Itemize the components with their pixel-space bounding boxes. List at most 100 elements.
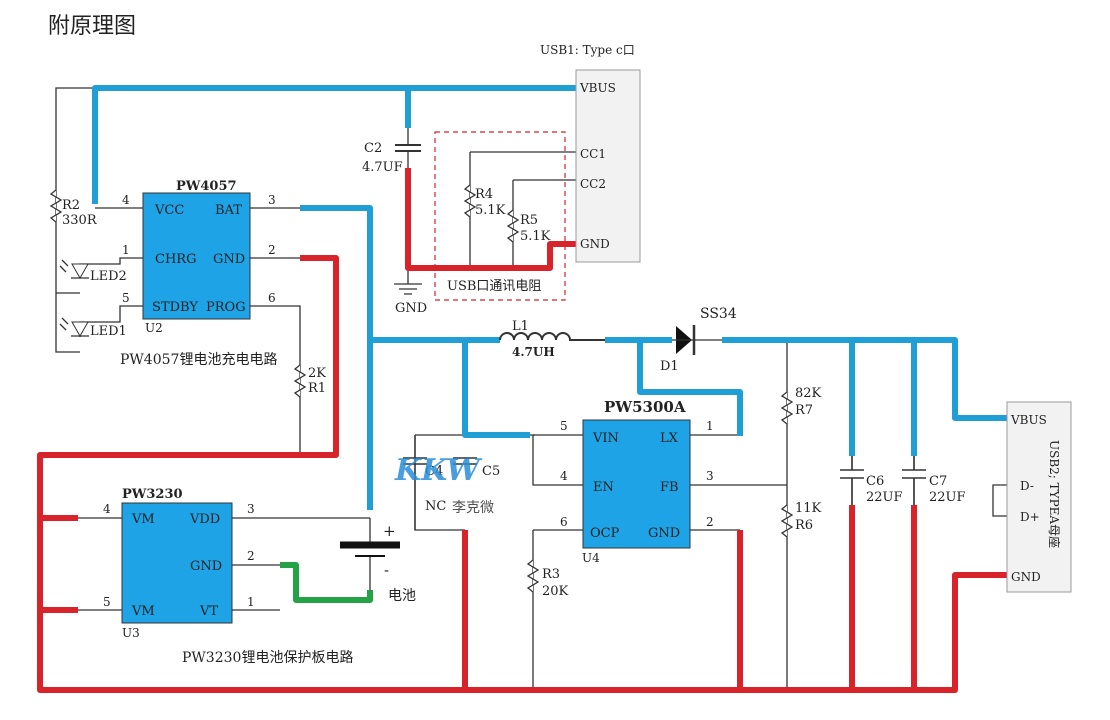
protect-caption: PW3230锂电池保护板电路 (182, 650, 353, 666)
svg-text:C4: C4 (425, 464, 443, 479)
kkw-watermark-logo: KKW 李克微 (394, 453, 494, 516)
pw4057-name: PW4057 (176, 179, 237, 194)
svg-text:CC1: CC1 (580, 147, 606, 161)
svg-text:5: 5 (103, 595, 111, 609)
svg-text:2: 2 (247, 549, 255, 563)
svg-text:GND: GND (580, 237, 610, 251)
svg-text:SS34: SS34 (700, 306, 737, 322)
u2-ref: U2 (145, 321, 163, 335)
svg-text:CHRG: CHRG (155, 252, 196, 267)
svg-text:FB: FB (660, 480, 679, 495)
c2-value: 4.7UF (362, 160, 403, 175)
svg-text:GND: GND (190, 559, 222, 574)
svg-text:11K: 11K (795, 501, 822, 516)
svg-text:5.1K: 5.1K (475, 203, 506, 218)
svg-text:VCC: VCC (154, 203, 184, 218)
svg-text:5.1K: 5.1K (520, 229, 551, 244)
resistor-r7: 82K R7 (780, 386, 822, 425)
battery-symbol: + - 电池 (340, 522, 416, 604)
svg-text:R7: R7 (795, 403, 813, 418)
svg-text:GND: GND (213, 252, 245, 267)
svg-text:NC: NC (425, 499, 446, 514)
svg-text:GND: GND (648, 526, 680, 541)
resistor-r3: R3 20K (526, 559, 569, 599)
capacitor-c5: C5 (453, 457, 500, 479)
svg-text:4: 4 (103, 502, 111, 516)
capacitor-c6: C6 22UF (840, 456, 903, 505)
pw3230-name: PW3230 (122, 487, 183, 502)
usb1-title: USB1: Type c口 (540, 43, 635, 57)
pw5300-name: PW5300A (604, 398, 686, 416)
svg-text:82K: 82K (795, 386, 822, 401)
capacitor-c7: C7 22UF (902, 456, 966, 505)
usb2-title: USB2; TYPEA母座 (1047, 440, 1062, 548)
u3-ref: U3 (122, 626, 140, 640)
svg-text:6: 6 (268, 291, 276, 305)
capacitor-c4: C4 NC (403, 435, 446, 530)
svg-text:PROG: PROG (206, 300, 246, 315)
svg-text:C6: C6 (866, 474, 884, 489)
svg-text:C7: C7 (929, 474, 947, 489)
svg-text:4.7UH: 4.7UH (512, 345, 555, 359)
svg-text:李克微: 李克微 (452, 500, 494, 516)
svg-text:2: 2 (706, 515, 714, 529)
led1-label: LED1 (90, 324, 127, 339)
capacitor-c2: C2 4.7UF (362, 141, 421, 175)
svg-text:1: 1 (706, 419, 714, 433)
svg-text:3: 3 (247, 502, 255, 516)
svg-text:22UF: 22UF (929, 490, 966, 505)
svg-text:D+: D+ (1020, 510, 1040, 524)
svg-text:R3: R3 (542, 567, 560, 582)
svg-text:5: 5 (122, 291, 130, 305)
svg-text:1: 1 (247, 595, 255, 609)
svg-text:D-: D- (1020, 479, 1034, 493)
svg-text:BAT: BAT (215, 203, 242, 218)
svg-text:3: 3 (706, 469, 714, 483)
diode-d1: SS34 D1 (660, 306, 737, 374)
svg-text:CC2: CC2 (580, 177, 606, 191)
led2-label: LED2 (90, 269, 127, 284)
svg-text:-: - (384, 561, 389, 579)
svg-text:2: 2 (268, 243, 276, 257)
u4-ref: U4 (582, 551, 600, 565)
led2-symbol: LED2 (59, 259, 127, 284)
usb-resistor-box: USB口通讯电阻 (434, 131, 566, 301)
svg-text:20K: 20K (542, 584, 569, 599)
svg-text:4: 4 (122, 193, 130, 207)
r1-ref: R1 (308, 381, 326, 396)
svg-text:VM: VM (131, 604, 155, 619)
ground-net (37, 168, 1007, 693)
r2-value: 330R (62, 213, 98, 228)
chip-pw5300a: PW5300A VIN LX EN FB OCP GND 5 1 4 3 6 2… (560, 398, 714, 565)
r1-value: 2K (308, 366, 326, 381)
svg-text:OCP: OCP (590, 526, 620, 541)
svg-text:VIN: VIN (592, 431, 619, 446)
chip-pw4057: PW4057 VCC BAT CHRG GND STDBY PROG 4 3 1… (122, 179, 276, 335)
chip-pw3230: PW3230 VM VDD GND VM VT 4 3 2 5 1 U3 (103, 487, 255, 640)
svg-text:VM: VM (131, 512, 155, 527)
charge-caption: PW4057锂电池充电电路 (120, 352, 277, 368)
svg-text:+: + (383, 522, 396, 540)
resistor-r4: R4 5.1K (463, 184, 506, 218)
svg-text:R6: R6 (795, 518, 813, 533)
svg-text:VDD: VDD (189, 512, 220, 527)
resistor-r2: R2 330R (49, 189, 98, 228)
svg-text:R4: R4 (475, 187, 493, 202)
inductor-l1: L1 4.7UH (499, 319, 605, 359)
connector-usb2: VBUS D- D+ GND USB2; TYPEA母座 (1006, 401, 1072, 593)
resistor-r6: 11K R6 (780, 501, 822, 538)
svg-text:1: 1 (122, 243, 130, 257)
connector-usb1: USB1: Type c口 VBUS CC1 CC2 GND (540, 43, 641, 263)
svg-text:LX: LX (660, 431, 679, 446)
resistor-r1: 2K R1 (293, 364, 326, 398)
resistor-r5: R5 5.1K (506, 209, 551, 244)
svg-text:3: 3 (268, 193, 276, 207)
r2-ref: R2 (62, 198, 80, 213)
svg-text:GND: GND (1011, 570, 1041, 584)
svg-text:D1: D1 (660, 359, 679, 374)
svg-text:22UF: 22UF (866, 490, 903, 505)
svg-text:5: 5 (560, 419, 568, 433)
svg-text:VBUS: VBUS (1010, 413, 1047, 427)
svg-text:KKW: KKW (394, 453, 483, 488)
